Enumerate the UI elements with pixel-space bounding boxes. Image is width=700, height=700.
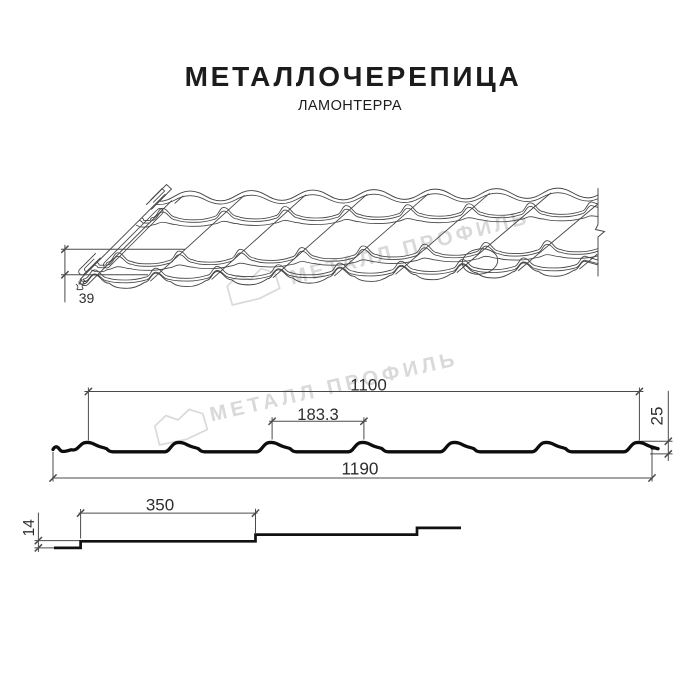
svg-text:350: 350 bbox=[146, 495, 174, 514]
svg-text:1190: 1190 bbox=[342, 459, 379, 479]
svg-text:39: 39 bbox=[79, 290, 95, 306]
svg-text:183.3: 183.3 bbox=[297, 405, 339, 424]
svg-text:14: 14 bbox=[21, 519, 38, 537]
svg-text:1100: 1100 bbox=[350, 376, 387, 395]
svg-text:25: 25 bbox=[648, 407, 667, 426]
